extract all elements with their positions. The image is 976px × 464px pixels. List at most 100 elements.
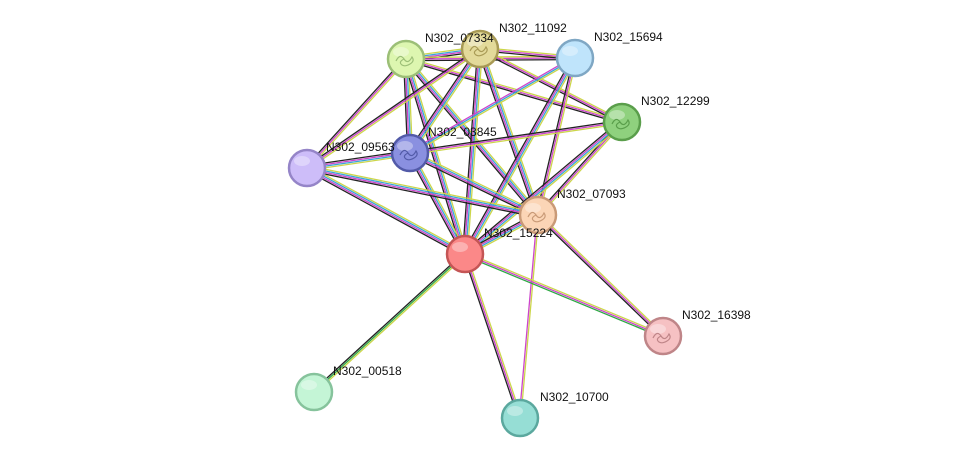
edge-strand: [465, 122, 623, 256]
edge-N302_15694-N302_15224: [462, 56, 578, 256]
edge-strand: [408, 48, 480, 153]
edge-strand: [477, 49, 537, 217]
node-label-N302_07093: N302_07093: [557, 187, 626, 201]
edge-N302_11092-N302_12299: [478, 46, 624, 125]
edge-strand: [306, 169, 538, 218]
edge-N302_03845-N302_07093: [408, 150, 540, 218]
edge-strand: [478, 49, 538, 216]
node-N302_09563[interactable]: [287, 148, 327, 188]
node-N302_00518[interactable]: [294, 372, 334, 412]
edge-strand: [465, 253, 523, 418]
edge-strand: [409, 57, 576, 154]
edge-strand: [537, 214, 664, 337]
edge-strand: [479, 48, 623, 123]
edge-strand: [411, 151, 468, 254]
edge-strand: [410, 151, 539, 215]
node-circle[interactable]: [294, 372, 334, 412]
protein-structure-icon: [469, 45, 488, 57]
node-circle[interactable]: [390, 133, 430, 173]
edge-strand: [411, 49, 483, 155]
node-N302_07093[interactable]: [518, 195, 558, 235]
node-circle[interactable]: [287, 148, 327, 188]
edge-N302_11092-N302_07093: [477, 47, 541, 217]
edge-N302_15694-N302_03845: [408, 56, 577, 155]
edge-N302_12299-N302_03845: [409, 119, 623, 156]
node-N302_16398[interactable]: [643, 316, 683, 356]
node-label-N302_00518: N302_00518: [333, 364, 402, 378]
edge-N302_15224-N302_00518: [312, 252, 467, 394]
protein-structure-icon: [395, 55, 414, 67]
edge-strand: [305, 57, 406, 168]
node-circle[interactable]: [555, 38, 595, 78]
edge-N302_15224-N302_16398: [464, 251, 664, 339]
edge-strand: [462, 254, 520, 419]
node-N302_07334[interactable]: [386, 39, 426, 79]
edge-strand: [410, 49, 482, 154]
edge-strand: [409, 153, 538, 217]
node-N302_15694[interactable]: [555, 38, 595, 78]
node-circle[interactable]: [460, 29, 500, 69]
edge-strand: [465, 49, 482, 255]
node-label-N302_15694: N302_15694: [594, 30, 663, 44]
edge-strand: [405, 58, 623, 123]
edge-strand: [464, 253, 521, 419]
edge-strand: [466, 49, 484, 255]
node-N302_12299[interactable]: [602, 102, 642, 142]
edge-strand: [466, 123, 624, 257]
node-N302_03845[interactable]: [390, 133, 430, 173]
nodes-layer: [287, 29, 683, 438]
edge-N302_11092-N302_03845: [407, 47, 483, 155]
node-highlight: [562, 46, 578, 56]
node-circle[interactable]: [643, 316, 683, 356]
edge-N302_11092-N302_15224: [461, 48, 484, 255]
edge-N302_15224-N302_10700: [462, 253, 523, 419]
edge-strand: [307, 165, 467, 253]
edge-strand: [407, 47, 479, 153]
edge-strand: [464, 120, 622, 254]
edge-strand: [536, 215, 663, 338]
protein-structure-icon: [527, 211, 546, 223]
edge-strand: [478, 49, 622, 125]
protein-structure-icon: [399, 149, 418, 161]
node-circle[interactable]: [445, 234, 485, 274]
edge-strand: [410, 122, 623, 156]
node-label-N302_07334: N302_07334: [425, 31, 494, 45]
node-label-N302_11092: N302_11092: [499, 21, 567, 35]
edge-strand: [307, 49, 482, 170]
node-N302_11092[interactable]: [460, 29, 500, 69]
node-circle[interactable]: [500, 398, 540, 438]
node-circle[interactable]: [518, 195, 558, 235]
node-highlight: [397, 141, 413, 151]
node-label-N302_03845: N302_03845: [428, 125, 497, 139]
labels-layer: N302_07334 N302_11092N302_15694N302_12299…: [326, 21, 751, 404]
edge-N302_09563-N302_07093: [306, 165, 539, 218]
edge-strand: [306, 168, 465, 256]
edge-strand: [410, 58, 577, 155]
edge-strand: [480, 48, 540, 215]
edge-strand: [408, 154, 538, 218]
node-N302_10700[interactable]: [500, 398, 540, 438]
edge-N302_11092-N302_09563: [305, 47, 482, 170]
edge-strand: [538, 122, 624, 217]
edge-strand: [464, 254, 663, 339]
node-highlight: [393, 47, 409, 57]
edge-strand: [407, 153, 464, 256]
edge-strand: [314, 254, 467, 394]
edge-strand: [466, 58, 578, 256]
node-label-N302_12299: N302_12299: [641, 94, 710, 108]
protein-structure-icon: [652, 332, 671, 344]
node-highlight: [525, 203, 541, 213]
node-highlight: [650, 324, 666, 334]
edge-strand: [306, 168, 538, 217]
edge-N302_12299-N302_15224: [463, 119, 624, 257]
node-circle[interactable]: [602, 102, 642, 142]
node-N302_15224[interactable]: [445, 234, 485, 274]
edge-strand: [306, 58, 407, 169]
node-circle[interactable]: [386, 39, 426, 79]
edge-strand: [538, 213, 665, 336]
node-label-N302_10700: N302_10700: [540, 390, 609, 404]
edge-N302_07093-N302_10700: [518, 214, 540, 419]
node-highlight: [507, 406, 523, 416]
edge-strand: [313, 253, 466, 393]
